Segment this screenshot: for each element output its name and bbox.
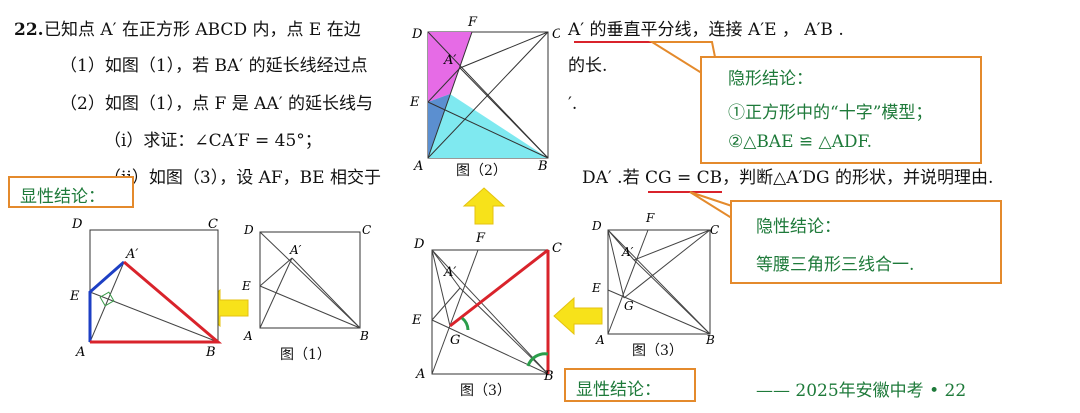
fig2-label-B: B bbox=[537, 159, 548, 174]
hidden-conclusion-box-2: 隐性结论： 等腰三角形三线合一. bbox=[730, 200, 1002, 284]
explicit-conclusion-bottom: 显性结论： bbox=[564, 368, 696, 402]
hidden-title-1: 隐形结论： bbox=[728, 69, 813, 89]
problem-line5-end: DA′ .若 CG = CB，判断△A′DG 的形状，并说明理由. bbox=[582, 168, 994, 188]
hidden1-item2: ②△BAE ≌ △ADF. bbox=[728, 132, 873, 152]
fig3-caption: 图（3） bbox=[460, 383, 511, 399]
fig2-label-D: D bbox=[411, 27, 423, 42]
fig3-label-G: G bbox=[450, 333, 460, 348]
figure-3-main: D F C A′ E G A B bbox=[411, 231, 562, 384]
fig2-label-F: F bbox=[467, 15, 478, 30]
fig3-label-C: C bbox=[552, 241, 562, 256]
arrow-up-icon bbox=[462, 187, 506, 225]
fig3s-label-D: D bbox=[591, 219, 602, 233]
fig1-label-A: A bbox=[243, 329, 253, 342]
fig2-label-A: A bbox=[413, 159, 423, 174]
fig1-label-B: B bbox=[359, 329, 369, 342]
fig3-label-A: A bbox=[415, 367, 425, 382]
left-label-D: D bbox=[71, 217, 83, 232]
figure-2: D F C A′ E A B bbox=[409, 15, 560, 174]
figure-1-small: D C A′ E A B bbox=[241, 223, 371, 342]
arrow-left-icon-2 bbox=[553, 296, 603, 336]
hidden-conclusion-box-1: 隐形结论： ①正方形中的“十字”模型； ②△BAE ≌ △ADF. bbox=[700, 56, 982, 164]
hidden2-body: 等腰三角形三线合一. bbox=[756, 255, 915, 275]
fig2-label-E: E bbox=[409, 95, 420, 110]
fig2-label-C: C bbox=[552, 27, 560, 42]
left-label-C: C bbox=[208, 217, 218, 232]
fig1-label-Ap: A′ bbox=[289, 243, 302, 257]
fig3-label-D: D bbox=[413, 237, 425, 252]
fig3s-label-F: F bbox=[645, 211, 655, 225]
fig3s-label-A: A bbox=[595, 333, 605, 346]
problem-line5-start: （ii）如图（3），设 AF，BE 相交于 bbox=[104, 168, 381, 188]
left-label-E: E bbox=[69, 289, 80, 304]
fig3-label-F: F bbox=[475, 231, 486, 246]
fig3s-label-Ap: A′ bbox=[621, 245, 634, 259]
left-label-Ap: A′ bbox=[125, 247, 138, 262]
problem-line3-end: ′. bbox=[568, 94, 578, 114]
fig1-label-D: D bbox=[243, 223, 254, 237]
fig1-label-C: C bbox=[362, 223, 371, 237]
fig3s-label-B: B bbox=[705, 333, 715, 346]
source-label: —— 2025年安徽中考 • 22 bbox=[756, 381, 967, 401]
fig3-label-E: E bbox=[411, 313, 422, 328]
problem-line4: （i）求证：∠CA′F = 45°； bbox=[104, 131, 322, 151]
explicit-conclusion-left: 显性结论： bbox=[8, 176, 134, 208]
problem-line3: （2）如图（1），点 F 是 AA′ 的延长线与 bbox=[60, 94, 373, 114]
hidden-title-2: 隐性结论： bbox=[756, 217, 841, 237]
figure-left-main: D C A′ E A B bbox=[69, 217, 223, 360]
fig3s-label-G: G bbox=[624, 299, 634, 313]
hidden1-item1: ①正方形中的“十字”模型； bbox=[728, 103, 933, 123]
fig3s-label-C: C bbox=[710, 223, 719, 237]
figure-3-small: D F C A′ E G A B bbox=[591, 211, 719, 346]
fig2-caption: 图（2） bbox=[456, 163, 507, 179]
left-label-A: A bbox=[75, 345, 85, 360]
fig3-label-Ap: A′ bbox=[443, 265, 456, 280]
problem-number: 22. bbox=[14, 20, 44, 40]
problem-line1-end: A′ 的垂直平分线，连接 A′E ， A′B . bbox=[568, 20, 844, 40]
fig3-small-caption: 图（3） bbox=[632, 343, 683, 359]
fig3s-label-E: E bbox=[591, 281, 601, 295]
fig1-label-E: E bbox=[241, 279, 251, 293]
fig1-caption: 图（1） bbox=[280, 347, 331, 363]
problem-line1-start: 已知点 A′ 在正方形 ABCD 内，点 E 在边 bbox=[44, 20, 361, 40]
problem-line2-end: 的长. bbox=[568, 56, 608, 76]
fig2-label-Ap: A′ bbox=[443, 53, 456, 68]
problem-line2-start: （1）如图（1），若 BA′ 的延长线经过点 bbox=[60, 56, 368, 76]
fig3-label-B: B bbox=[543, 369, 554, 384]
left-label-B: B bbox=[205, 345, 216, 360]
